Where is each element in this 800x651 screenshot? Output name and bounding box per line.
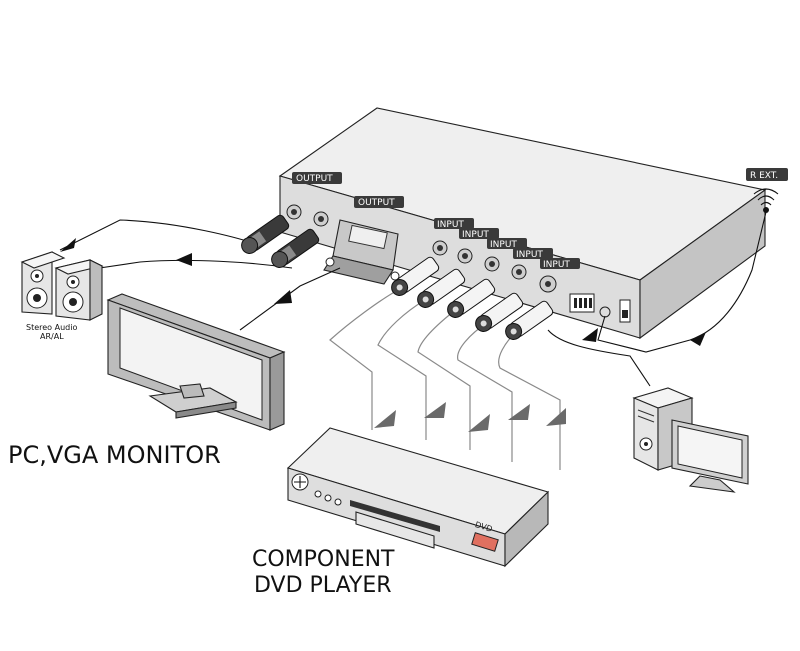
dvd-player: DVD: [286, 427, 550, 568]
output-tag-2: OUTPUT: [354, 196, 404, 208]
input-plugs: [391, 256, 554, 340]
output-tag-2-text: OUTPUT: [358, 198, 395, 208]
control-ports: [569, 293, 631, 323]
stereo-speakers: [20, 251, 104, 321]
vga-monitor: [106, 293, 286, 431]
input-tag-4-text: INPUT: [516, 250, 543, 260]
component-arrows: [374, 402, 566, 432]
output-tag-1: OUTPUT: [292, 172, 342, 184]
input-tag-2-text: INPUT: [462, 230, 489, 240]
output-plugs: [241, 214, 320, 268]
input-tag-1-text: INPUT: [437, 220, 464, 230]
dvd-label-line1: COMPONENT: [252, 547, 395, 572]
input-tag-1: INPUT: [434, 218, 474, 230]
speaker-label-line2: AR/AL: [40, 332, 64, 341]
input-tag-2: INPUT: [459, 228, 499, 240]
input-tag-5: INPUT: [540, 258, 580, 270]
speaker-label-line1: Stereo Audio: [26, 323, 77, 332]
input-tag-3-text: INPUT: [490, 240, 517, 250]
output-tag-1-text: OUTPUT: [296, 174, 333, 184]
rext-label: R EXT.: [750, 171, 778, 181]
pc-computer: [632, 387, 749, 493]
vga-cable: [239, 267, 341, 331]
dvd-label-line2: DVD PLAYER: [254, 573, 392, 598]
output-jacks: [286, 204, 329, 227]
input-tag-3: INPUT: [487, 238, 527, 250]
input-jacks: [432, 240, 557, 293]
vga-connector: [323, 219, 400, 285]
control-cables: [547, 211, 767, 387]
input-tag-4: INPUT: [513, 248, 553, 260]
monitor-label: PC,VGA MONITOR: [8, 441, 221, 469]
input-tag-5-text: INPUT: [543, 260, 570, 270]
ir-extender: R EXT.: [746, 168, 788, 213]
